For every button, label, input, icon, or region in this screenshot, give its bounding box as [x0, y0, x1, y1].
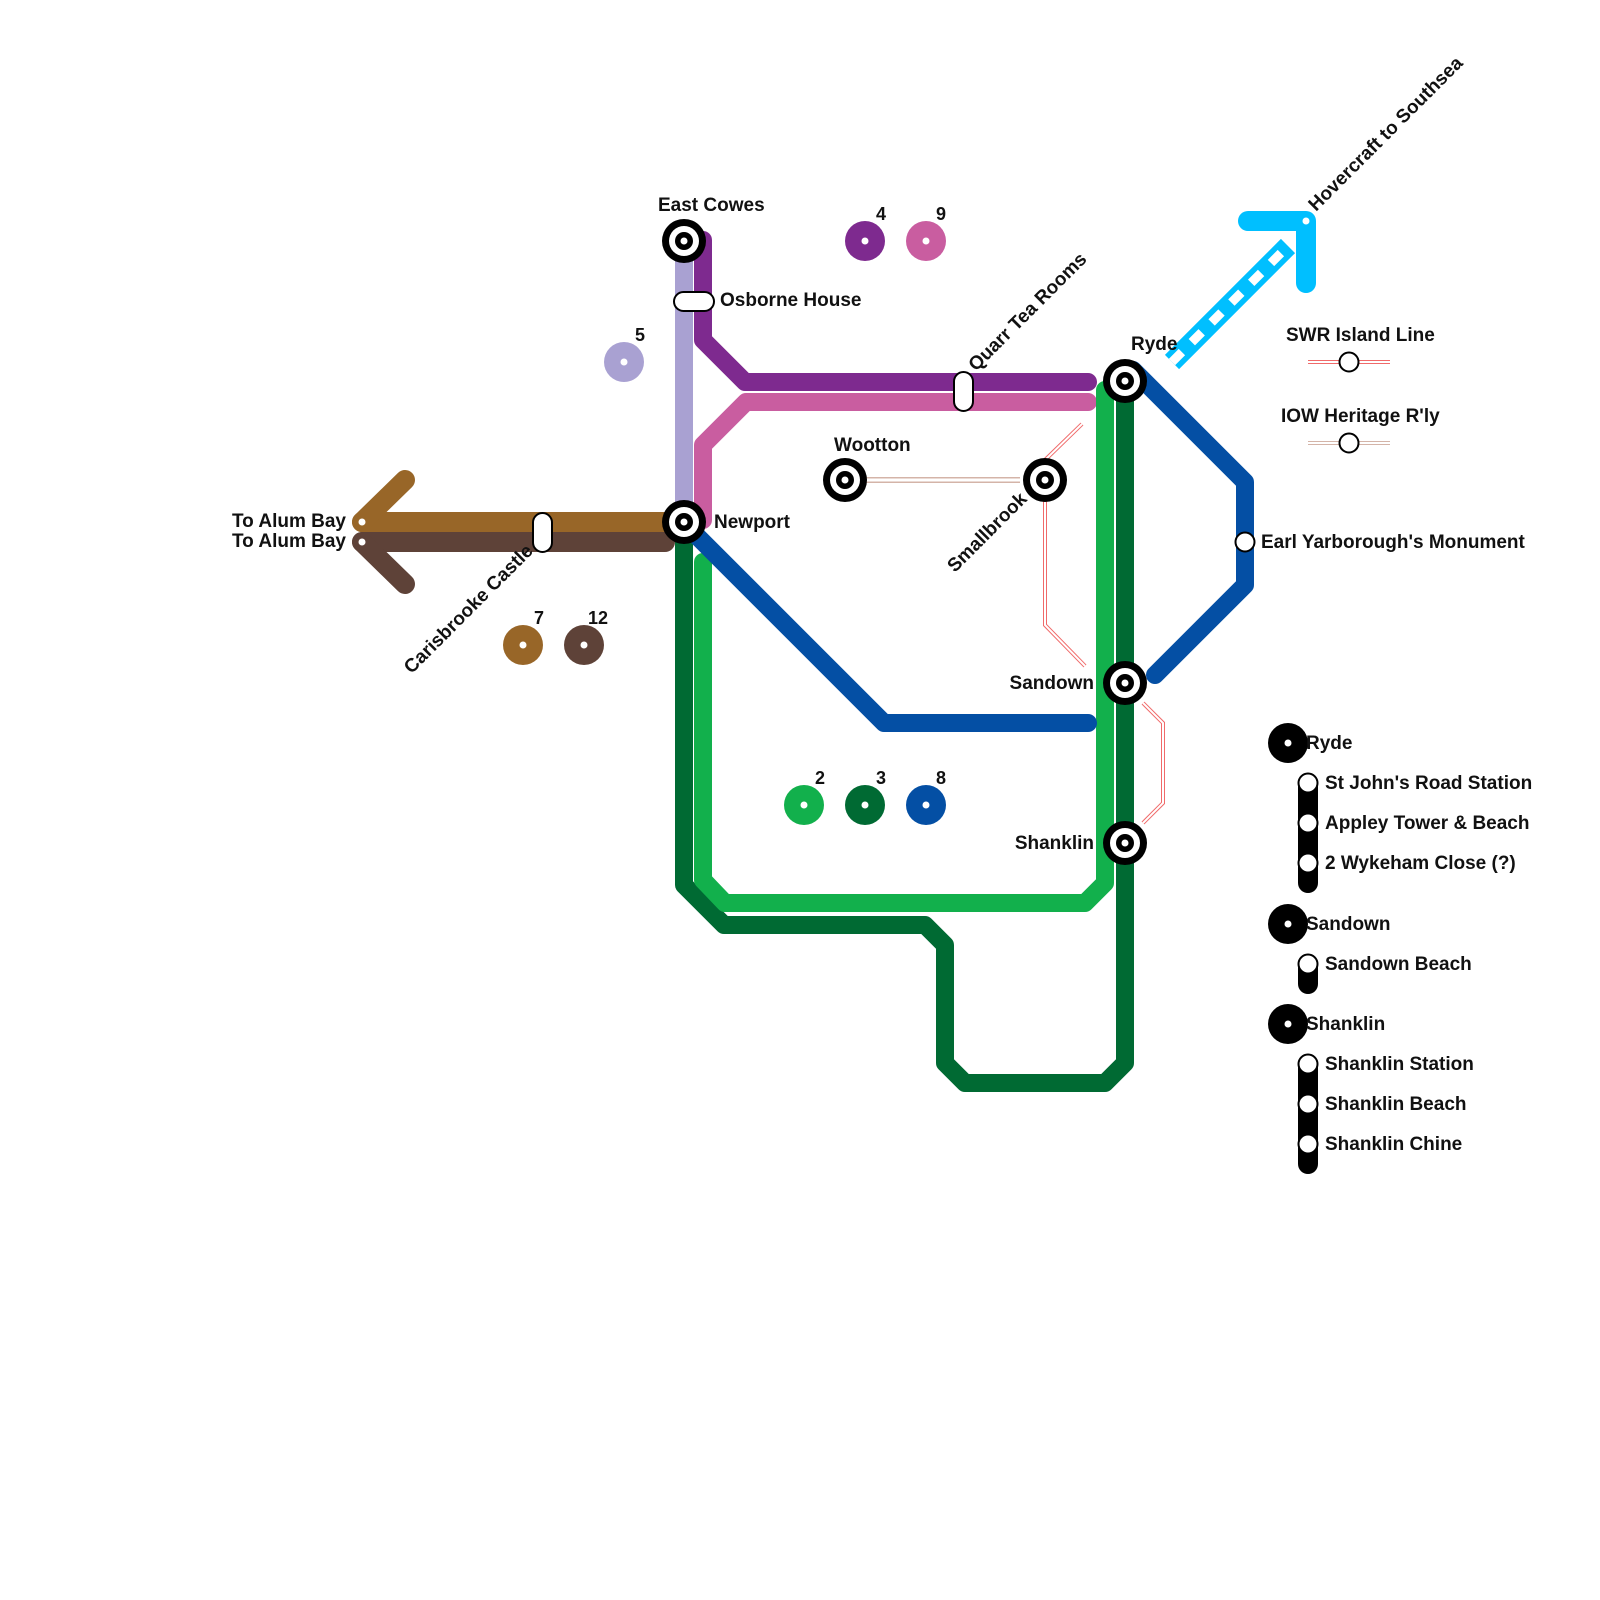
svg-text:Sandown: Sandown [1306, 914, 1390, 935]
svg-text:SWR Island Line: SWR Island Line [1286, 325, 1435, 346]
station-quarr-tea-rooms-marker[interactable] [953, 371, 974, 412]
route-3-line [675, 386, 1134, 1092]
station-osborne-house-marker[interactable] [673, 291, 715, 312]
svg-text:7: 7 [534, 608, 544, 628]
svg-text:3: 3 [876, 768, 886, 788]
svg-text:Shanklin Beach: Shanklin Beach [1325, 1094, 1467, 1115]
route-9-line [694, 393, 1097, 529]
svg-text:4: 4 [876, 204, 886, 224]
station-ryde-marker[interactable] [1103, 359, 1147, 403]
route-12-line [352, 532, 675, 594]
svg-text:2: 2 [815, 768, 825, 788]
label-wootton: Wootton [834, 435, 911, 456]
label-alum-bay-2: To Alum Bay [232, 531, 346, 552]
label-quarr-tea-rooms: Quarr Tea Rooms [965, 249, 1092, 376]
station-earl-yarborough-marker[interactable] [1234, 531, 1256, 553]
interchange-group-shanklin: Shanklin Shanklin Station Shanklin Beach… [1268, 1004, 1474, 1174]
svg-text:IOW Heritage R'ly: IOW Heritage R'ly [1281, 406, 1440, 427]
label-hovercraft: Hovercraft to Southsea [1305, 53, 1468, 216]
route-badge-5[interactable]: 5 [604, 325, 645, 382]
route-7-line [352, 470, 675, 532]
route-4-line [694, 231, 1097, 391]
route-2-line [694, 381, 1114, 912]
svg-text:2 Wykeham Close (?): 2 Wykeham Close (?) [1325, 853, 1516, 874]
svg-text:St John's Road Station: St John's Road Station [1325, 773, 1532, 794]
svg-text:Shanklin Chine: Shanklin Chine [1325, 1134, 1462, 1155]
station-east-cowes-marker[interactable] [662, 219, 706, 263]
station-smallbrook-marker[interactable] [1023, 458, 1067, 502]
svg-text:Appley Tower & Beach: Appley Tower & Beach [1325, 813, 1529, 834]
interchange-group-sandown: Sandown Sandown Beach [1268, 904, 1472, 994]
station-sandown-marker[interactable] [1103, 661, 1147, 705]
station-carisbrooke-castle-marker[interactable] [532, 512, 553, 553]
svg-text:Ryde: Ryde [1306, 733, 1352, 754]
route-badge-7[interactable]: 7 [503, 608, 544, 665]
station-shanklin-marker[interactable] [1103, 821, 1147, 865]
station-wootton-marker[interactable] [823, 458, 867, 502]
route-badge-2[interactable]: 2 [784, 768, 825, 825]
svg-text:Shanklin: Shanklin [1306, 1014, 1385, 1035]
svg-text:5: 5 [635, 325, 645, 345]
label-newport: Newport [714, 512, 791, 533]
interchange-group-ryde: Ryde St John's Road Station Appley Tower… [1268, 723, 1532, 893]
label-ryde: Ryde [1131, 334, 1177, 355]
route-badge-4[interactable]: 4 [845, 204, 886, 261]
legend-swr-island-line: SWR Island Line [1286, 325, 1435, 373]
label-osborne-house: Osborne House [720, 290, 861, 311]
hovercraft-line [1164, 211, 1316, 370]
label-sandown: Sandown [1010, 673, 1094, 694]
label-alum-bay-1: To Alum Bay [232, 511, 346, 532]
alum-bay-stop-1[interactable] [358, 518, 366, 526]
svg-text:Sandown Beach: Sandown Beach [1325, 954, 1472, 975]
legend-iow-heritage: IOW Heritage R'ly [1281, 406, 1440, 454]
station-newport-marker[interactable] [662, 500, 706, 544]
route-badge-12[interactable]: 12 [564, 608, 608, 665]
svg-text:8: 8 [936, 768, 946, 788]
label-east-cowes: East Cowes [658, 195, 765, 216]
alum-bay-stop-2[interactable] [358, 538, 366, 546]
swr-island-line [1043, 422, 1165, 825]
svg-text:Shanklin Station: Shanklin Station [1325, 1054, 1474, 1075]
label-earl-yarborough: Earl Yarborough's Monument [1261, 532, 1526, 553]
route-badge-9[interactable]: 9 [906, 204, 946, 261]
svg-text:9: 9 [936, 204, 946, 224]
label-shanklin: Shanklin [1015, 833, 1094, 854]
route-badge-8[interactable]: 8 [906, 768, 946, 825]
svg-text:12: 12 [588, 608, 608, 628]
route-badge-3[interactable]: 3 [845, 768, 886, 825]
label-smallbrook: Smallbrook [944, 488, 1032, 576]
